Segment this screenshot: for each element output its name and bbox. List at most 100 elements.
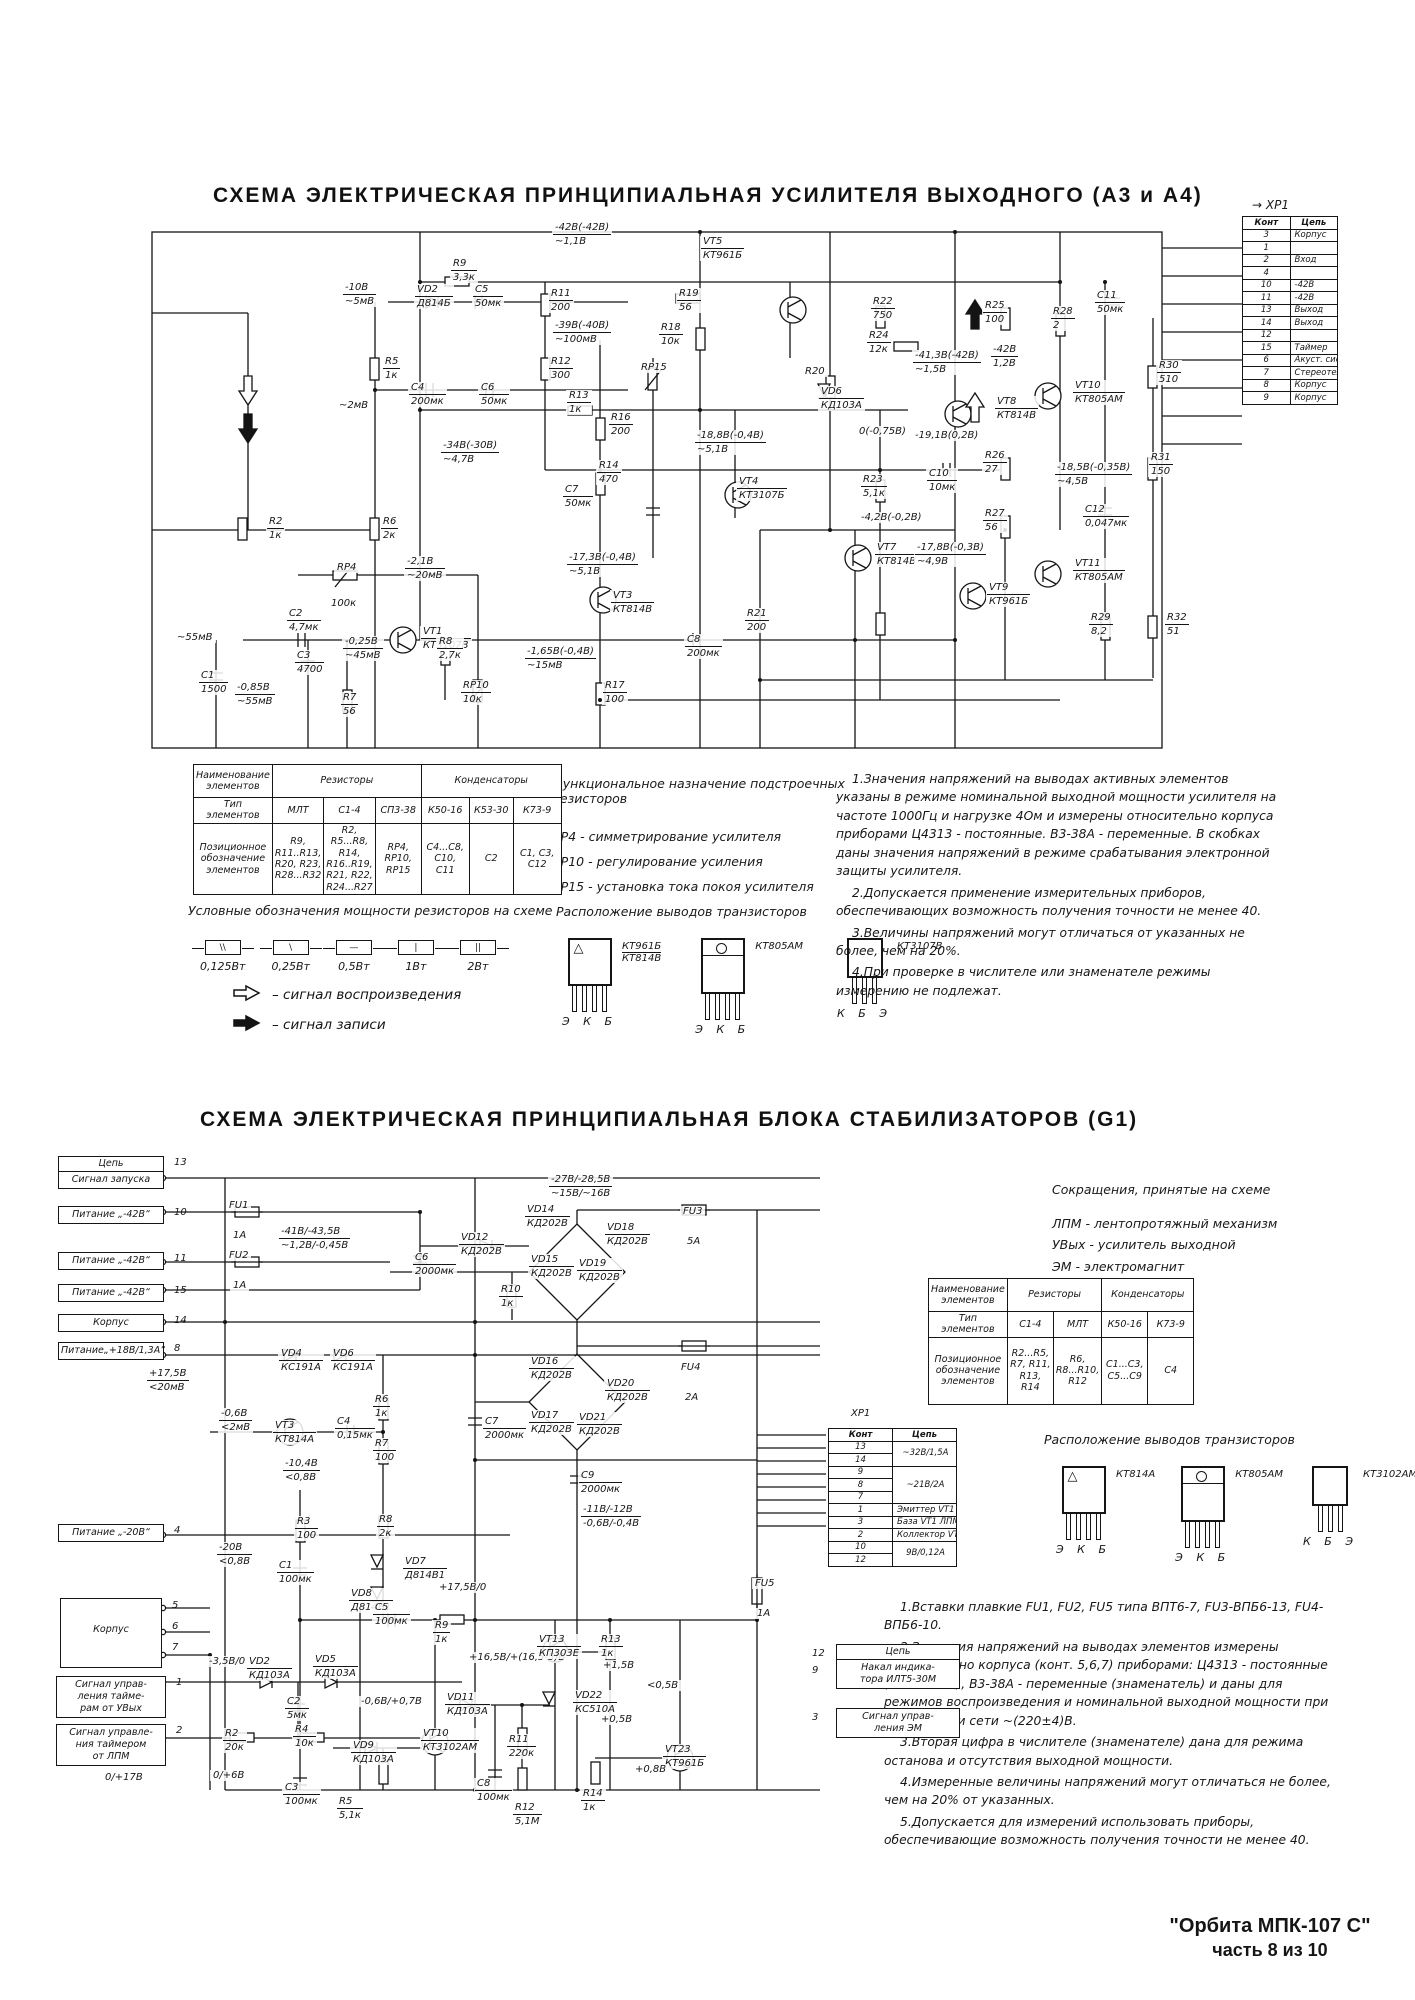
pin-number: 6 <box>172 1621 179 1632</box>
col0-header: Наименование элементов <box>928 1278 1008 1312</box>
label-value: 5,1к <box>863 488 885 499</box>
label-value: ~15В/~16В <box>551 1188 611 1199</box>
package-legs <box>1185 1522 1221 1548</box>
label-value: ~55мВ <box>237 696 273 707</box>
label-name: R18 <box>659 322 683 335</box>
pin-number-cell: 1 <box>828 1503 893 1517</box>
label-value: 100 <box>375 1452 395 1463</box>
resistors-header: Резисторы <box>1006 1278 1103 1312</box>
label-name: R12 <box>549 356 573 369</box>
section1-title: СХЕМА ЭЛЕКТРИЧЕСКАЯ ПРИНЦИПИАЛЬНАЯ УСИЛИ… <box>213 184 1203 207</box>
circuit-name-cell: Выход <box>1289 303 1338 317</box>
voltage-label: -10В~5мВ <box>342 282 378 307</box>
label-value: <0,8В <box>219 1556 251 1567</box>
voltage-label: 0/+17В <box>102 1772 146 1783</box>
voltage-label: -39В(-40В)~100мВ <box>552 320 613 345</box>
package-leg <box>582 986 588 1012</box>
pin-number: 15 <box>174 1285 187 1296</box>
label-value: КД202В <box>531 1424 572 1435</box>
label-value: Д814В1 <box>349 1601 393 1613</box>
label-value: ~4,5В <box>1057 476 1089 487</box>
pin-number: 2 <box>176 1725 183 1736</box>
voltage-label: -19,1В(0,2В) <box>912 430 982 441</box>
label-value: ~4,7В <box>443 454 475 465</box>
label-name: -42В <box>991 344 1019 357</box>
package-leg <box>572 986 578 1012</box>
voltage-label: 0(-0,75В) <box>856 426 909 437</box>
col0-header: Наименование элементов <box>193 764 273 798</box>
positions-cell: С2 <box>468 822 514 896</box>
label-value: 1к <box>375 1408 388 1419</box>
positions-cell: RP4, RP10, RP15 <box>374 822 422 896</box>
footer: "Орбита МПК-107 С" часть 8 из 10 <box>1140 1914 1400 1962</box>
transistor-type: КТ3102АМ <box>1363 1469 1415 1480</box>
resistor-power-icon: \\ <box>191 940 254 955</box>
label-value: 200мк <box>411 396 444 407</box>
label-name: 0/+6В <box>213 1770 245 1781</box>
power-legend-item: |1Вт <box>384 940 447 973</box>
signal-box-label: Накал индика- <box>861 1661 935 1673</box>
label-name: R11 <box>507 1734 537 1747</box>
type-cell: СП3-38 <box>374 797 422 824</box>
label-value: 2 <box>1053 320 1060 331</box>
signal-box: Корпус <box>60 1598 162 1668</box>
label-value: ~5мВ <box>345 296 375 307</box>
pin-number-cell: 8 <box>828 1478 893 1492</box>
label-name: R6 <box>373 1394 391 1407</box>
package-pin-letters: Э К Б <box>562 1015 618 1028</box>
signal-box-label: рам от УВых <box>80 1702 142 1714</box>
pin-number-cell: 14 <box>828 1453 893 1467</box>
signal-box-label: ления тайме- <box>77 1690 145 1702</box>
label-value: 5мк <box>287 1710 307 1721</box>
package-leg <box>1096 1514 1102 1540</box>
circuit-name-cell: 9В/0,12А <box>892 1540 957 1567</box>
note-paragraph: 1.Вставки плавкие FU1, FU2, FU5 типа ВПТ… <box>884 1600 1324 1633</box>
label-value: 200 <box>611 426 631 437</box>
package-leg <box>1185 1522 1191 1548</box>
label-name: C7 <box>563 484 594 497</box>
label-name: R29 <box>1089 612 1113 625</box>
power-legend-label: 2Вт <box>467 960 489 973</box>
signal-box-label: Сигнал управ- <box>862 1711 934 1722</box>
component-label: FU3 <box>680 1206 706 1217</box>
label-value: КД202В <box>607 1236 648 1247</box>
label-name: VD15 <box>529 1254 574 1267</box>
label-name: VT13 <box>537 1634 582 1647</box>
xp1-arrow-label: → XP1 <box>1252 198 1289 212</box>
circuit-name-cell: Корпус <box>1289 228 1338 242</box>
label-name: FU2 <box>229 1250 249 1261</box>
signal-box-label: Корпус <box>93 1624 129 1635</box>
voltage-label: <0,5В <box>644 1680 682 1691</box>
pin-number-cell: 10 <box>828 1540 893 1554</box>
label-name: VD14 <box>525 1204 570 1217</box>
component-label: FU1 <box>226 1200 252 1211</box>
resistors-header: Резисторы <box>271 764 422 798</box>
package-leg <box>1076 1514 1082 1540</box>
label-name: -41В/-43,5В <box>279 1226 351 1239</box>
signal-legend-item: – сигнал воспроизведения <box>232 984 461 1006</box>
connector-header: Цепь <box>1289 216 1338 230</box>
signal-box-label: тора ИЛТ5-30М <box>859 1673 937 1685</box>
label-value: КП303Е <box>539 1648 580 1659</box>
label-name: -41,3В(-42В) <box>913 350 981 363</box>
